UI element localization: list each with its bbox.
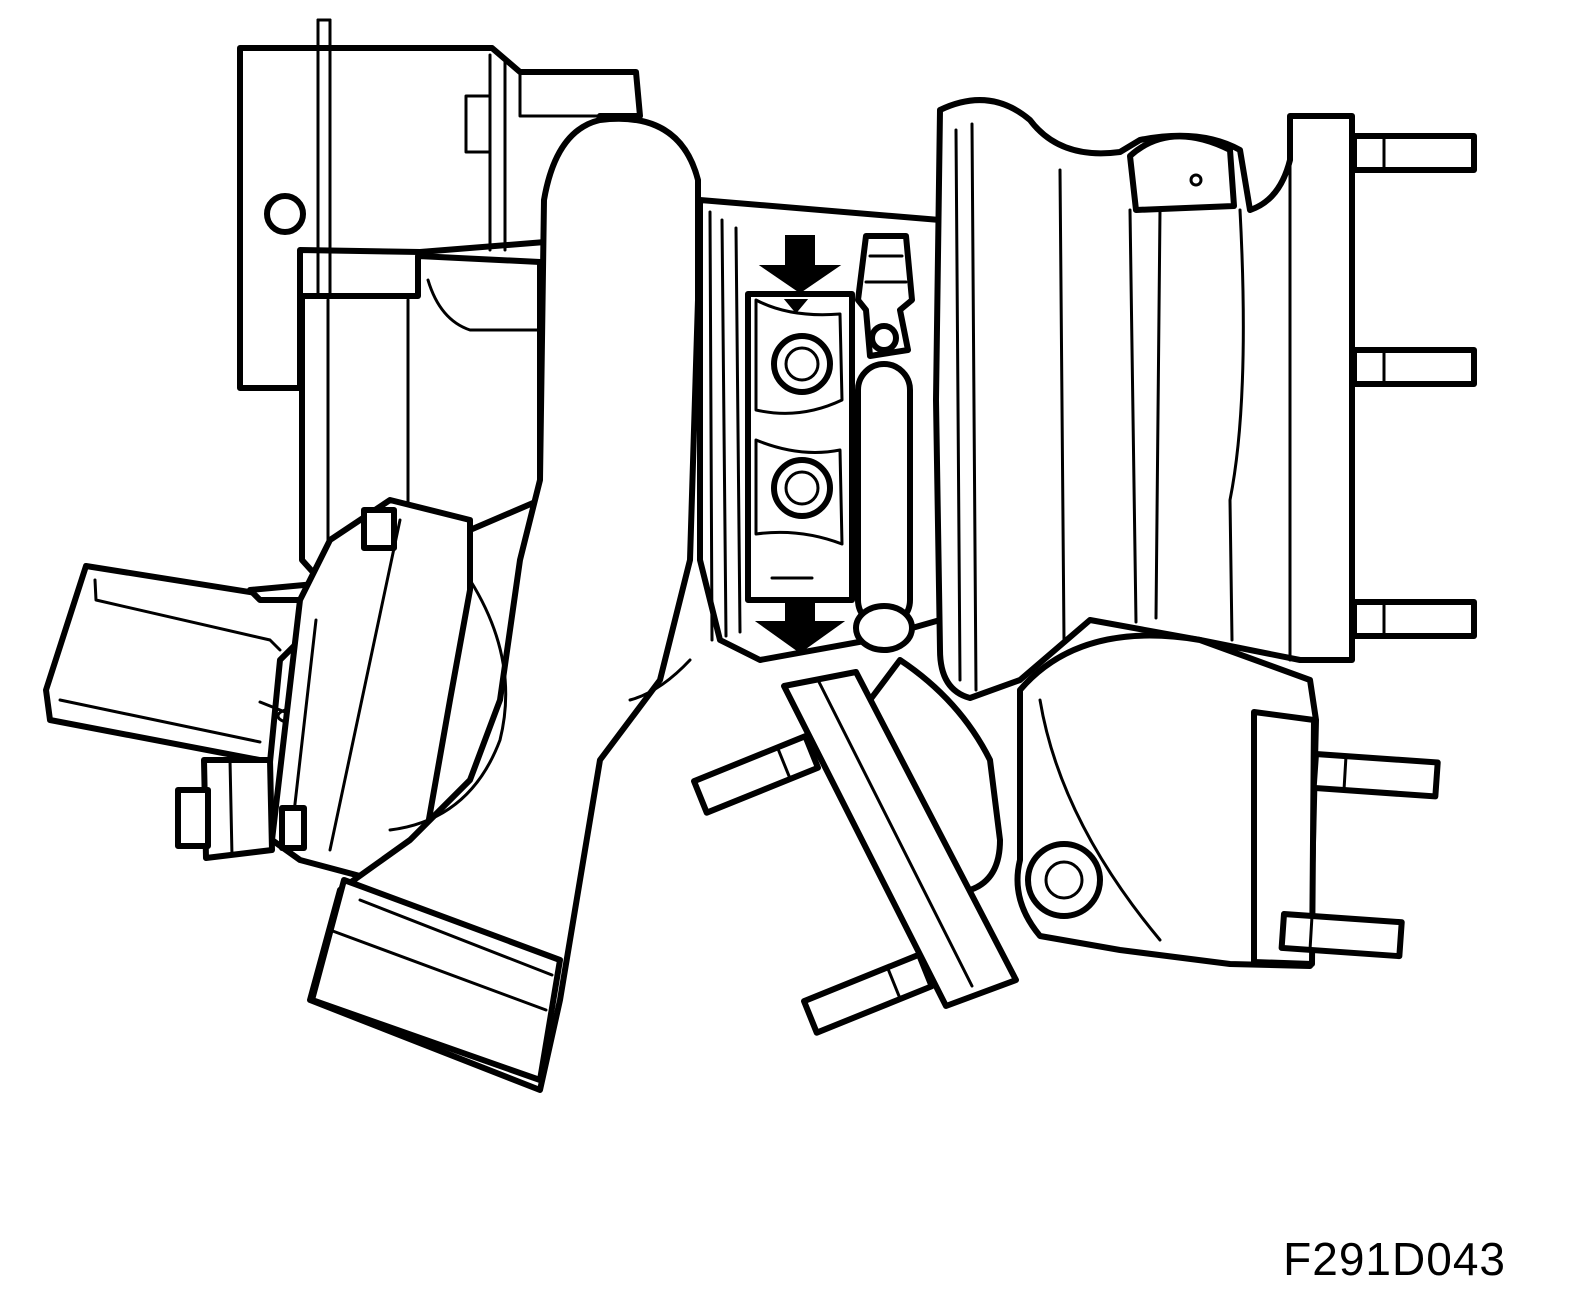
outlet-studs [1278,750,1441,960]
turbine-boss [1127,133,1237,213]
flange-studs-right [1351,133,1477,639]
turbine-housing [933,97,1355,701]
down-arrow-upper [758,235,842,294]
pipe-collar [309,877,563,1083]
turbine-outlet [1014,632,1319,969]
flange-bolt-lower [771,457,833,519]
oil-line [853,233,915,653]
down-arrow-lower [754,597,846,654]
return-flange-plate [781,669,1019,1009]
compressor-housing [237,18,643,391]
return-studs [691,733,935,1036]
compressor-outlet-pipe [307,115,701,1093]
compressor-lower-block [299,253,543,583]
oil-return-bracket [781,657,1019,1009]
flange-bolt-upper [771,333,833,395]
actuator-connector [201,757,275,861]
housing-bolt-hole [264,193,306,235]
oil-flange [745,291,855,603]
wastegate-bracket [269,497,473,879]
outlet-mount-hole [1025,841,1103,919]
figure-code-label: F291D043 [1283,1233,1506,1285]
